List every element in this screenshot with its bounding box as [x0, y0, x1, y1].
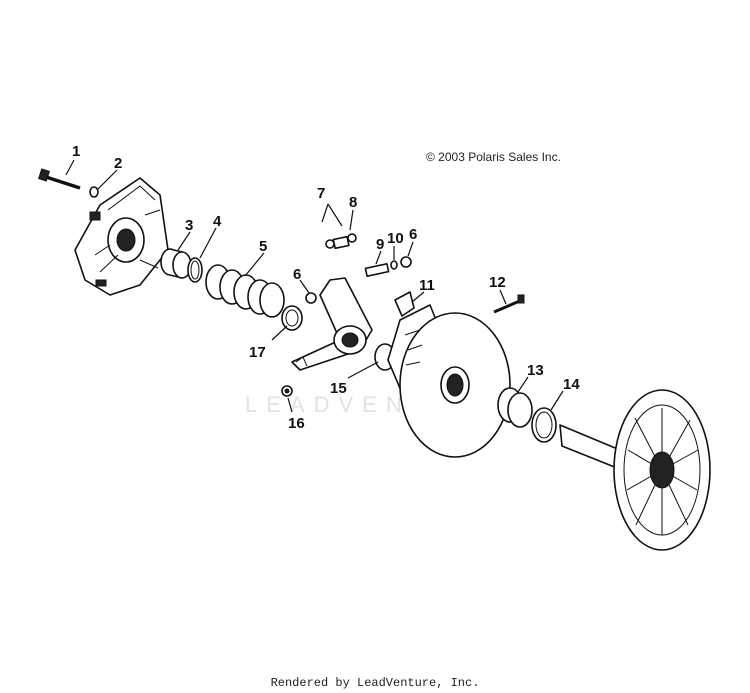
part-6-roller-left[interactable]	[305, 292, 317, 304]
part-5-spring[interactable]	[205, 264, 285, 318]
callout-12: 12	[489, 274, 506, 291]
part-17-bushing[interactable]	[281, 305, 303, 331]
callout-9: 9	[376, 236, 384, 253]
callout-13: 13	[527, 362, 544, 379]
spider-arm[interactable]	[291, 277, 373, 371]
callout-14: 14	[563, 376, 580, 393]
part-2-washer[interactable]	[89, 186, 99, 198]
callout-2: 2	[114, 155, 122, 172]
callout-4: 4	[213, 213, 222, 230]
part-14-ring[interactable]	[531, 407, 557, 443]
callout-5: 5	[259, 238, 267, 255]
part-13-bushing[interactable]	[497, 387, 533, 428]
part-4-ring[interactable]	[187, 257, 203, 283]
callout-1: 1	[72, 143, 80, 160]
footer-credit: Rendered by LeadVenture, Inc.	[270, 676, 480, 690]
callout-7: 7	[317, 185, 325, 202]
part-16-nut[interactable]	[281, 385, 293, 397]
part-6-roller-right[interactable]	[400, 256, 412, 268]
part-3-bushing[interactable]	[160, 248, 192, 279]
callout-10: 10	[387, 230, 404, 247]
part-9-pin[interactable]	[364, 263, 390, 277]
callout-8: 8	[349, 194, 357, 211]
part-1-bolt[interactable]	[38, 168, 81, 190]
callout-6-right: 6	[409, 226, 417, 243]
callouts: 1 2 3 4 5 6 7 8 9 10 6 11 12 17 15 13 14…	[72, 143, 580, 432]
copyright-text: © 2003 Polaris Sales Inc.	[426, 150, 561, 164]
part-11-weight[interactable]	[394, 291, 415, 317]
callout-11: 11	[419, 277, 435, 294]
callout-15: 15	[330, 380, 347, 397]
callout-16: 16	[288, 415, 305, 432]
part-12-bolt[interactable]	[493, 294, 525, 314]
movable-sheave[interactable]	[387, 304, 511, 458]
cover-plate[interactable]	[74, 177, 169, 296]
fixed-sheave[interactable]	[559, 389, 711, 551]
callout-leaders	[65, 159, 564, 413]
part-10-washer[interactable]	[390, 260, 398, 270]
callout-3: 3	[185, 217, 193, 234]
part-7-8-pin[interactable]	[325, 233, 357, 250]
callout-17: 17	[249, 344, 266, 361]
callout-6-left: 6	[293, 266, 301, 283]
